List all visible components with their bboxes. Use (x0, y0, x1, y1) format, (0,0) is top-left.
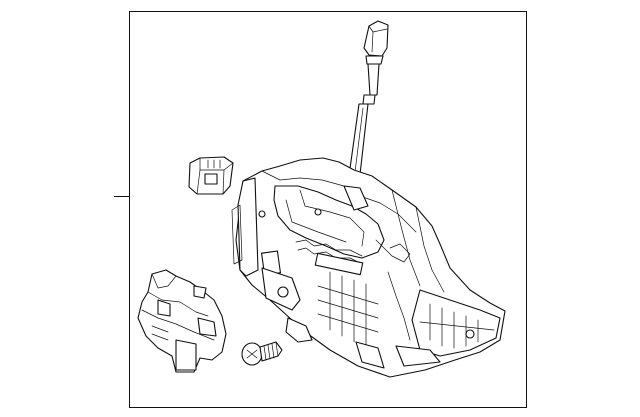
shift-lever-assembly (346, 20, 389, 193)
shift-lever-knob-top (363, 20, 389, 57)
shift-lever-rod-upper (367, 63, 380, 96)
shift-lock-solenoid-bracket (137, 269, 227, 373)
electrical-connector (188, 156, 234, 195)
shifter-housing-assembly (231, 157, 506, 378)
diagram-frame (129, 11, 527, 408)
mounting-screw (241, 341, 283, 366)
